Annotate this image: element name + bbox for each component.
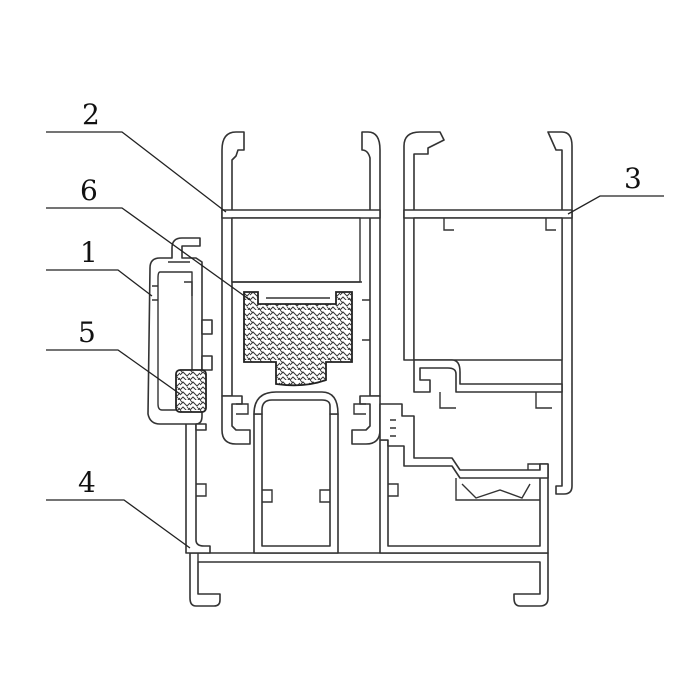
callout-1: 1 <box>80 236 98 269</box>
transition-profile <box>379 403 549 501</box>
leader-6 <box>46 207 251 301</box>
sash-glass-pane <box>231 217 361 283</box>
base-rail <box>189 552 549 607</box>
glazing-bead-clip-top <box>168 261 193 296</box>
outer-frame-clip-a <box>439 392 456 409</box>
leader-2 <box>46 131 227 213</box>
sash-lower-right <box>351 395 381 445</box>
callout-4: 4 <box>78 466 96 499</box>
callout-6: 6 <box>80 174 98 207</box>
insulating-core <box>243 291 353 387</box>
glazing-gasket <box>175 369 207 413</box>
glazing-bead-tab-a <box>201 319 213 335</box>
glazing-bead-tab-b <box>201 355 213 371</box>
sash-inner-channel <box>253 391 339 415</box>
outer-frame-glass-area <box>413 217 563 361</box>
outer-frame-clip-b <box>535 392 552 409</box>
sash-lower-left <box>221 395 251 445</box>
sash-top-bar <box>221 209 381 219</box>
transition-groove <box>461 483 531 499</box>
sash-profile <box>221 131 381 445</box>
sash-channel-lip-left <box>236 403 249 415</box>
outer-frame-top-bar <box>403 209 573 219</box>
base-left-clip <box>196 483 207 497</box>
transition-body <box>379 403 549 479</box>
outer-frame-inner-clip-left <box>443 218 454 231</box>
transition-teeth <box>390 419 396 437</box>
base-right-clip <box>388 483 399 497</box>
base-center-bar-left <box>262 489 273 503</box>
callout-5: 5 <box>78 316 96 349</box>
outer-frame-inner-clip-right <box>545 218 556 231</box>
transition-groove-base <box>455 478 540 501</box>
glazing-bead-stem <box>195 423 207 431</box>
leader-5 <box>46 349 181 395</box>
sash-channel-lip-right <box>353 403 366 415</box>
base-center-channel <box>253 413 339 554</box>
glazing-bead-notch <box>152 285 158 301</box>
leader-1 <box>46 269 153 297</box>
base-center-bar-right <box>319 489 330 503</box>
sash-right-body <box>361 131 381 397</box>
base-left-wall <box>185 419 211 554</box>
outer-frame-profile <box>403 131 573 495</box>
leader-4 <box>46 499 191 549</box>
leader-3 <box>567 195 664 215</box>
sash-outer-body <box>221 131 245 397</box>
leader-lines <box>46 131 664 549</box>
sash-side-clip <box>362 299 370 341</box>
callout-2: 2 <box>82 98 100 131</box>
outer-frame-right-wall <box>547 131 573 495</box>
outer-frame-lower-chamber <box>413 359 563 393</box>
callout-3: 3 <box>624 162 642 195</box>
